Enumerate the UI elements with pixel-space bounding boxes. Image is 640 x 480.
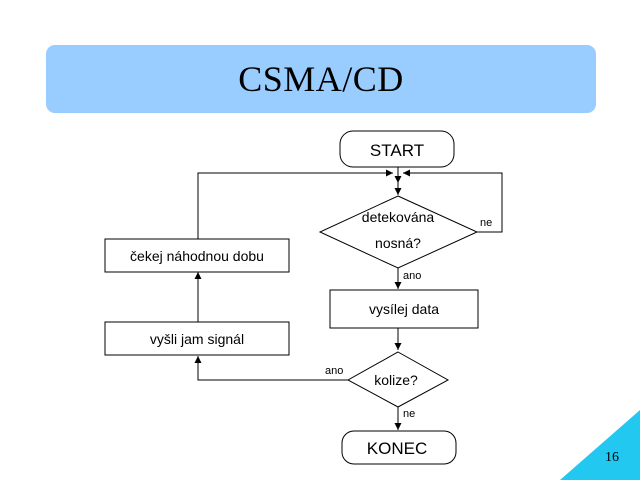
wait-random-node: čekej náhodnou dobu [104, 238, 290, 273]
title-bar: CSMA/CD [46, 45, 596, 113]
edge-wait-loop [197, 169, 393, 239]
wait-random-label: čekej náhodnou dobu [130, 248, 264, 264]
send-data-node: vysílej data [329, 289, 479, 329]
jam-signal-node: vyšli jam signál [104, 321, 290, 356]
edge-label-carrier-no: ne [480, 217, 492, 229]
start-node: START [339, 130, 455, 168]
collision-decision: kolize? [346, 351, 450, 408]
collision-decision-label: kolize? [374, 372, 418, 388]
edge-collision-yes [194, 356, 348, 381]
slide-title: CSMA/CD [238, 59, 404, 99]
start-label: START [370, 141, 424, 160]
edge-label-collision-no: ne [403, 408, 415, 420]
page-number: 16 [605, 450, 619, 465]
edge-label-collision-yes: ano [325, 365, 343, 377]
end-node: KONEC [341, 430, 457, 465]
edge-carrier-no-loop [403, 169, 503, 233]
carrier-decision: detekována nosná? [318, 195, 479, 269]
send-data-label: vysílej data [369, 301, 439, 317]
end-label: KONEC [367, 439, 427, 458]
carrier-decision-line1: detekována [362, 209, 435, 225]
carrier-decision-line2: nosná? [375, 235, 421, 251]
jam-signal-label: vyšli jam signál [150, 331, 244, 347]
connectors [194, 167, 503, 430]
edge-label-carrier-yes: ano [403, 270, 421, 282]
corner-triangle [560, 410, 640, 480]
